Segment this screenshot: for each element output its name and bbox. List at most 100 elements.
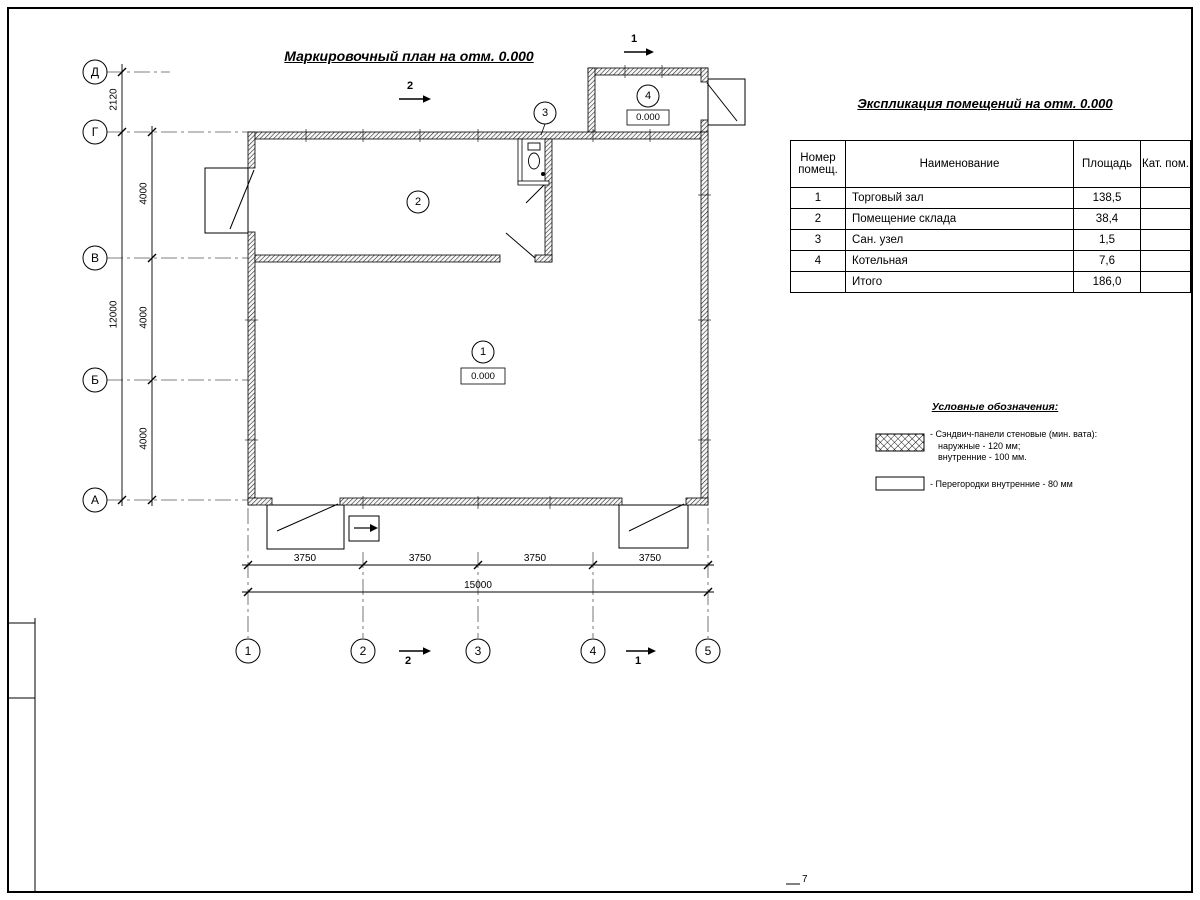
cell-num	[790, 271, 846, 293]
dimension-lines	[121, 64, 714, 593]
cell-cat	[1140, 250, 1191, 272]
room-tag-2: 2	[414, 196, 422, 208]
sheet-frame	[7, 7, 1193, 893]
cell-name: Итого	[845, 271, 1074, 293]
table-row: 1 Торговый зал 138,5	[790, 187, 1191, 209]
dimension-ticks	[117, 67, 713, 597]
dim-15000: 15000	[464, 580, 492, 591]
room-explication-table: Номер помещ. Наименование Площадь Кат. п…	[790, 140, 1191, 293]
axis-label-b: Б	[91, 373, 99, 387]
cell-num: 2	[790, 208, 846, 230]
room-tags	[406, 84, 670, 385]
wall-main-right	[700, 131, 709, 506]
wall-boiler-top	[587, 67, 709, 76]
floor-drain-icon	[541, 172, 545, 176]
section-mark-1-bottom: 1	[634, 655, 642, 667]
cell-area: 38,4	[1073, 208, 1141, 230]
cell-area: 186,0	[1073, 271, 1141, 293]
door-bottom-left	[276, 503, 339, 532]
entrance-arrow-box	[348, 515, 380, 542]
wall-main-bottom-2	[339, 497, 623, 506]
legend-item-partition: - Перегородки внутренние - 80 мм	[930, 479, 1073, 489]
table-row: 4 Котельная 7,6	[790, 250, 1191, 272]
table-header-row: Номер помещ. Наименование Площадь Кат. п…	[790, 140, 1191, 188]
table-total-row: Итого 186,0	[790, 271, 1191, 293]
axis-lines	[107, 71, 709, 638]
wall-main-left-upper	[247, 131, 256, 169]
table-row: 3 Сан. узел 1,5	[790, 229, 1191, 251]
dim-2120: 2120	[108, 88, 120, 111]
cell-num: 1	[790, 187, 846, 209]
door-boiler	[706, 82, 738, 122]
wall-boiler-left	[587, 67, 596, 133]
cell-area: 7,6	[1073, 250, 1141, 272]
plan-title: Маркировочный план на отм. 0.000	[284, 48, 534, 64]
cell-name: Помещение склада	[845, 208, 1074, 230]
legend-item-sandwich-line2: наружные - 120 мм;	[938, 441, 1021, 451]
section-mark-1-top: 1	[630, 33, 638, 45]
axis-label-4: 4	[589, 644, 597, 658]
col-header-cat: Кат. пом.	[1140, 140, 1191, 188]
cell-area: 1,5	[1073, 229, 1141, 251]
axis-label-1: 1	[244, 644, 252, 658]
entrance-arrow-icon	[354, 524, 378, 532]
legend-swatch-sandwich-panel	[875, 433, 925, 452]
section-marks	[399, 48, 656, 655]
partition-wc-horizontal	[517, 180, 550, 186]
section-mark-2-bottom: 2	[404, 655, 412, 667]
cell-name: Сан. узел	[845, 229, 1074, 251]
legend-item-sandwich-line3: внутренние - 100 мм.	[938, 452, 1027, 462]
axis-label-2: 2	[359, 644, 367, 658]
toilet-icon	[527, 142, 541, 170]
dim-4000-1: 4000	[138, 182, 150, 205]
room-tag-1: 1	[479, 346, 487, 358]
cell-name: Торговый зал	[845, 187, 1074, 209]
axis-label-a: А	[90, 493, 99, 507]
porch-bottom-left	[266, 504, 345, 550]
wall-boiler-right-upper	[700, 67, 709, 83]
porch-boiler	[707, 78, 746, 126]
doors	[229, 82, 738, 532]
porches	[204, 78, 746, 550]
cell-cat	[1140, 187, 1191, 209]
door-wc	[525, 184, 545, 204]
elevation-box-room4	[626, 109, 670, 126]
door-warehouse	[505, 232, 536, 259]
table-row: 2 Помещение склада 38,4	[790, 208, 1191, 230]
wall-main-left-lower	[247, 231, 256, 506]
elevation-room4: 0.000	[636, 112, 660, 123]
axis-label-3: 3	[474, 644, 482, 658]
dim-3750-3: 3750	[523, 553, 547, 564]
dim-3750-1: 3750	[293, 553, 317, 564]
cell-num: 3	[790, 229, 846, 251]
axis-label-5: 5	[704, 644, 712, 658]
porch-bottom-right	[618, 504, 689, 549]
axis-label-v: В	[90, 251, 99, 265]
legend-swatches	[875, 433, 925, 491]
dim-3750-2: 3750	[408, 553, 432, 564]
wall-interior-vertical	[544, 138, 553, 263]
door-bottom-right	[628, 503, 685, 532]
interior-walls	[254, 138, 553, 263]
cell-num: 4	[790, 250, 846, 272]
elevation-box-room1	[460, 367, 506, 385]
legend-title: Условные обозначения:	[931, 401, 1059, 413]
explication-title: Экспликация помещений на отм. 0.000	[857, 96, 1113, 111]
elevation-room1: 0.000	[471, 371, 495, 382]
wall-main-bottom-3	[685, 497, 709, 506]
col-header-area: Площадь	[1073, 140, 1141, 188]
cell-name: Котельная	[845, 250, 1074, 272]
cell-cat	[1140, 229, 1191, 251]
wall-interior-horizontal-1	[254, 254, 501, 263]
axis-circles	[82, 59, 721, 664]
door-left	[229, 169, 255, 230]
porch-left	[204, 167, 249, 234]
partitions	[517, 138, 550, 186]
wall-interior-horizontal-2	[534, 254, 553, 263]
wall-main-bottom-1	[247, 497, 273, 506]
col-header-number: Номер помещ.	[790, 140, 846, 188]
wall-joint-ticks	[245, 65, 711, 509]
room-tag-4: 4	[644, 90, 652, 102]
